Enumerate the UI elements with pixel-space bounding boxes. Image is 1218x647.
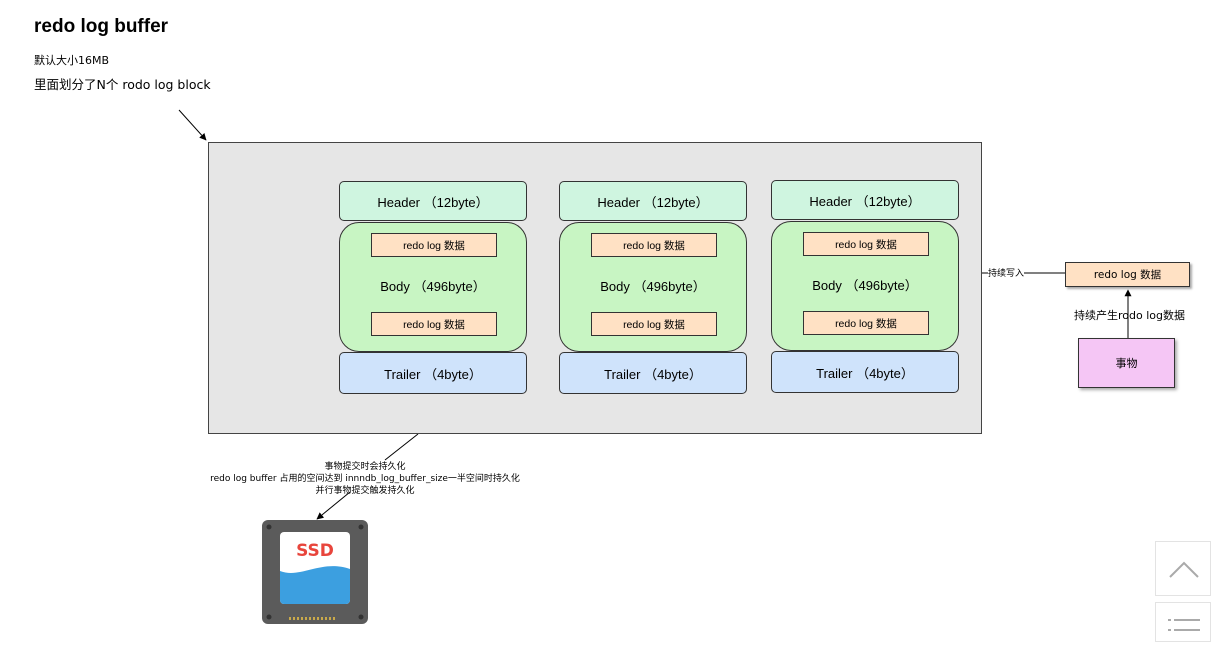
block-2-body: redo log 数据 Body （496byte） redo log 数据 (559, 222, 747, 352)
block-3-body: redo log 数据 Body （496byte） redo log 数据 (771, 221, 959, 351)
transaction-box: 事物 (1078, 338, 1175, 388)
arrow-to-ssd (316, 491, 351, 520)
ssd-label: SSD (296, 541, 334, 561)
line-buffer-to-notes (384, 433, 419, 461)
persist-note-commit: 事物提交时会持久化 (324, 462, 406, 472)
chevron-up-icon (1169, 561, 1199, 578)
block-1-body-label: Body （496byte） (380, 279, 486, 294)
ssd-icon: SSD (262, 520, 368, 624)
block-2-chip-top: redo log 数据 (591, 233, 717, 257)
block-2-header: Header （12byte） (559, 181, 747, 221)
block-3-header: Header （12byte） (771, 180, 959, 220)
persist-note-size: redo log buffer 占用的空间达到 innndb_log_buffe… (210, 474, 520, 484)
block-1-chip-top: redo log 数据 (371, 233, 497, 257)
page-title: redo log buffer (34, 16, 169, 37)
block-1-chip-bottom: redo log 数据 (371, 312, 497, 336)
persist-notes: 事物提交时会持久化 redo log buffer 占用的空间达到 innndb… (180, 461, 550, 497)
arrow-to-buffer (178, 109, 207, 141)
write-in-label: 持续写入 (988, 266, 1025, 279)
block-3-chip-top: redo log 数据 (803, 232, 929, 256)
block-division-note: 里面划分了N个 rodo log block (34, 77, 211, 92)
incoming-redo-chip: redo log 数据 (1065, 262, 1190, 287)
block-2-chip-bottom: redo log 数据 (591, 312, 717, 336)
scroll-to-top-button[interactable] (1155, 541, 1211, 596)
block-3-chip-bottom: redo log 数据 (803, 311, 929, 335)
redo-log-buffer-frame: Header （12byte） redo log 数据 Body （496byt… (208, 142, 982, 434)
block-1-header: Header （12byte） (339, 181, 527, 221)
block-2-body-label: Body （496byte） (600, 279, 706, 294)
persist-note-parallel: 并行事物提交触发持久化 (315, 486, 415, 496)
table-of-contents-button[interactable] (1155, 602, 1211, 642)
block-3-trailer: Trailer （4byte） (771, 351, 959, 393)
produce-label: 持续产生rodo log数据 (1074, 309, 1185, 322)
block-1-trailer: Trailer （4byte） (339, 352, 527, 394)
list-icon (1168, 619, 1200, 631)
default-size-note: 默认大小16MB (34, 54, 110, 67)
block-1-body: redo log 数据 Body （496byte） redo log 数据 (339, 222, 527, 352)
block-2-trailer: Trailer （4byte） (559, 352, 747, 394)
block-3-body-label: Body （496byte） (812, 278, 918, 293)
